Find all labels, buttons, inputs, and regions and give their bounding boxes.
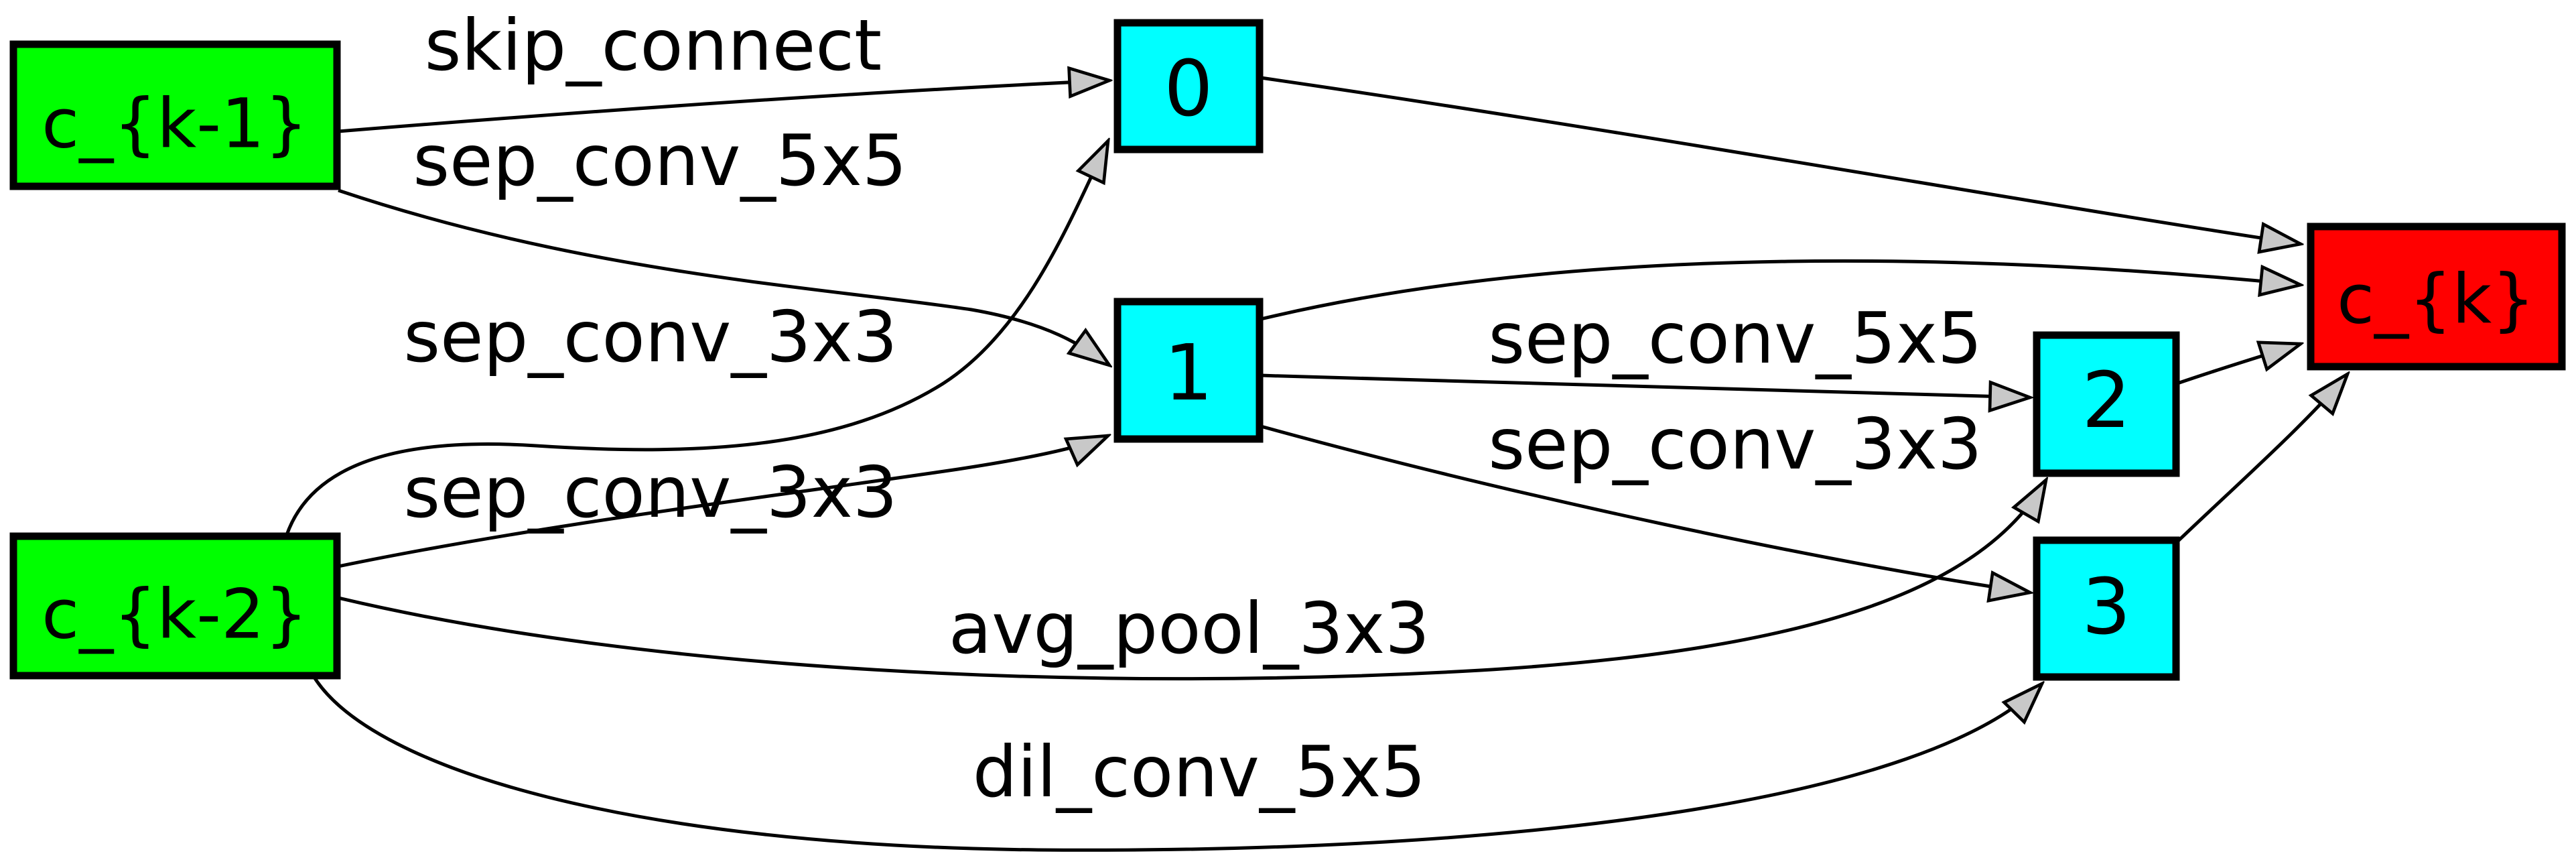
edge-label-sep-conv-5x5-left: sep_conv_5x5 xyxy=(413,120,906,202)
node-label-2: 2 xyxy=(2082,356,2130,446)
edge-1-to-2-sep-conv-5x5 xyxy=(1260,373,2030,397)
edge-ck1-to-1-sep-conv-5x5 xyxy=(338,188,1109,365)
edge-ck2-to-1-sep-conv-3x3 xyxy=(338,436,1108,568)
node-ck-minus-2: c_{k-2} xyxy=(9,532,341,680)
edge-ck1-to-0-skip-connect xyxy=(338,80,1109,133)
node-0: 0 xyxy=(1113,19,1264,153)
edge-label-sep-conv-3x3-upper: sep_conv_3x3 xyxy=(403,296,897,378)
node-label-1: 1 xyxy=(1164,328,1213,418)
edge-1-to-ck xyxy=(1260,259,2301,321)
node-3: 3 xyxy=(2033,536,2180,681)
node-label-ck-minus-1: c_{k-1} xyxy=(42,84,308,164)
node-2: 2 xyxy=(2033,331,2180,477)
edge-0-to-ck xyxy=(1260,76,2301,244)
edge-group xyxy=(285,76,2348,852)
node-box-2 xyxy=(2033,331,2180,477)
node-box-ck-minus-2 xyxy=(9,532,341,680)
edge-ck2-to-2-avg-pool-3x3 xyxy=(338,480,2046,681)
edge-label-sep-conv-3x3-lower: sep_conv_3x3 xyxy=(403,452,897,534)
node-box-1 xyxy=(1113,298,1264,443)
edge-1-to-3-sep-conv-3x3 xyxy=(1260,424,2030,593)
node-label-ck-minus-2: c_{k-2} xyxy=(42,575,308,655)
edge-ck2-to-3-dil-conv-5x5 xyxy=(313,677,2042,852)
edge-2-to-ck xyxy=(2177,344,2301,385)
node-label-ck-output: c_{k} xyxy=(2337,260,2535,340)
node-ck-output: c_{k} xyxy=(2307,223,2566,371)
node-box-ck-output xyxy=(2307,223,2566,371)
edge-ck2-to-0-sep-conv-3x3 xyxy=(285,141,1108,536)
node-1: 1 xyxy=(1113,298,1264,443)
node-label-0: 0 xyxy=(1164,44,1213,134)
edge-label-sep-conv-5x5-right: sep_conv_5x5 xyxy=(1488,298,1982,379)
edge-label-skip-connect: skip_connect xyxy=(425,5,882,86)
node-box-3 xyxy=(2033,536,2180,681)
edge-label-group: skip_connect sep_conv_5x5 sep_conv_3x3 s… xyxy=(403,5,1982,813)
node-box-0 xyxy=(1113,19,1264,153)
node-label-3: 3 xyxy=(2082,562,2130,652)
node-box-ck-minus-1 xyxy=(9,40,341,190)
node-group: c_{k-1} c_{k-2} 0 1 2 3 c_{k} xyxy=(9,19,2566,681)
edge-label-sep-conv-3x3-right: sep_conv_3x3 xyxy=(1488,404,1982,485)
edge-3-to-ck xyxy=(2175,374,2348,544)
edge-label-dil-conv-5x5: dil_conv_5x5 xyxy=(973,731,1426,813)
edge-label-avg-pool-3x3: avg_pool_3x3 xyxy=(949,588,1430,670)
node-ck-minus-1: c_{k-1} xyxy=(9,40,341,190)
